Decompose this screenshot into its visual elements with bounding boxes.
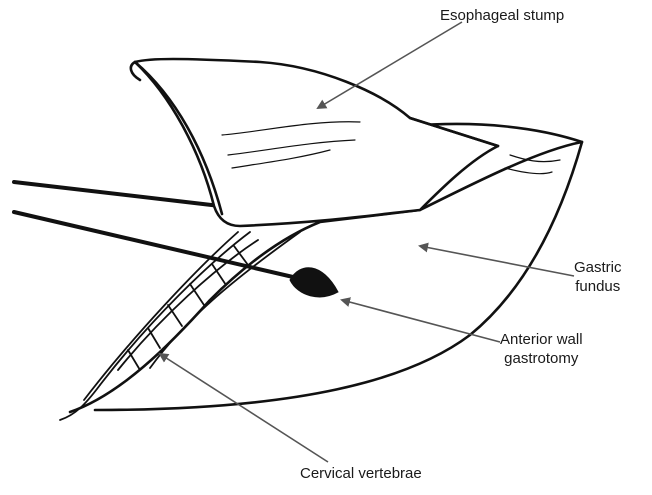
label-esophageal-stump: Esophageal stump [440, 6, 564, 25]
label-anterior-wall-gastrotomy: Anterior wall gastrotomy [500, 330, 583, 368]
label-esophageal-stump-text: Esophageal stump [440, 6, 564, 25]
label-gastric-fundus: Gastric fundus [574, 258, 622, 296]
label-anterior-wall-line1: Anterior wall [500, 330, 583, 349]
gastrotomy-opening [290, 268, 338, 297]
leader-anterior-wall-gastrotomy [342, 300, 500, 342]
leader-gastric-fundus [420, 246, 574, 276]
label-gastric-fundus-line1: Gastric [574, 258, 622, 277]
cervical-vertebrae-shape [60, 232, 300, 420]
upper-rod [14, 182, 220, 206]
leader-esophageal-stump [318, 22, 462, 108]
label-anterior-wall-line2: gastrotomy [500, 349, 583, 368]
label-cervical-vertebrae-text: Cervical vertebrae [300, 464, 422, 483]
label-cervical-vertebrae: Cervical vertebrae [300, 464, 422, 483]
label-gastric-fundus-line2: fundus [574, 277, 622, 296]
